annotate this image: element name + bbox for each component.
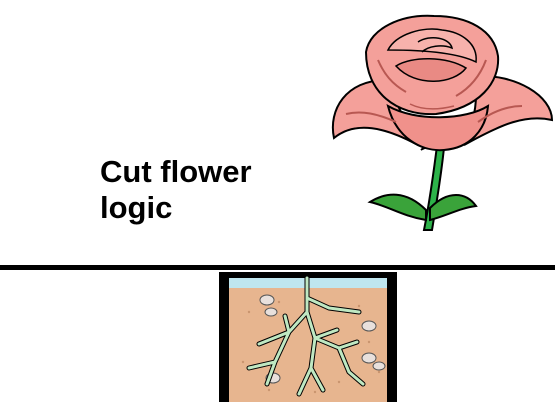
roots-illustration: [219, 272, 397, 402]
pebble: [373, 362, 385, 370]
rose-leaf-left: [370, 195, 426, 220]
divider-line: [0, 265, 555, 270]
title-line-1: Cut flower: [100, 154, 300, 190]
pebble: [362, 321, 376, 331]
title-line-2: logic: [100, 190, 300, 226]
pebble: [260, 295, 274, 305]
rose-illustration: [326, 10, 555, 232]
pebble: [265, 308, 277, 316]
pebble: [362, 353, 376, 363]
slide-title: Cut flower logic: [100, 154, 300, 226]
